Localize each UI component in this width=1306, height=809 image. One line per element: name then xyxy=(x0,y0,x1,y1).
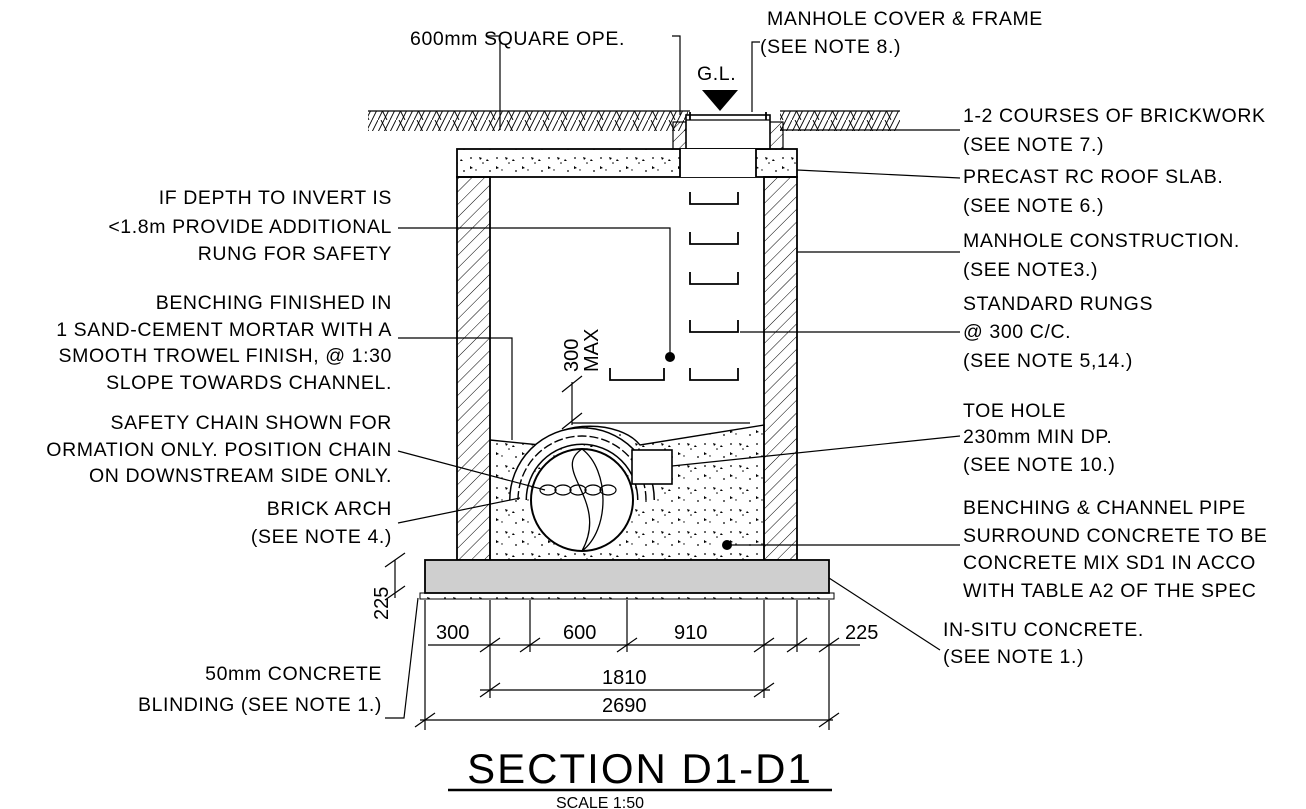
label-bench-conc-4: WITH TABLE A2 OF THE SPEC xyxy=(963,580,1256,602)
in-situ-base xyxy=(424,559,830,594)
label-depth-3: RUNG FOR SAFETY xyxy=(198,243,392,265)
label-rungs-3: (SEE NOTE 5,14.) xyxy=(963,350,1133,372)
rung-spacing-max: MAX xyxy=(581,329,603,372)
label-depth-2: <1.8m PROVIDE ADDITIONAL xyxy=(108,216,392,238)
ground-surface xyxy=(368,110,900,131)
dim-600: 600 xyxy=(563,622,596,644)
label-chain-2: ORMATION ONLY. POSITION CHAIN xyxy=(46,439,392,461)
label-blinding-2: BLINDING (SEE NOTE 1.) xyxy=(138,694,382,716)
wall-left xyxy=(456,176,491,561)
label-brick-1: 1-2 COURSES OF BRICKWORK xyxy=(963,105,1266,127)
label-brick-2: (SEE NOTE 7.) xyxy=(963,134,1104,156)
label-insitu-2: (SEE NOTE 1.) xyxy=(943,646,1084,668)
label-bench-conc-1: BENCHING & CHANNEL PIPE xyxy=(963,497,1246,519)
label-roof-1: PRECAST RC ROOF SLAB. xyxy=(963,166,1223,188)
label-cover-1: MANHOLE COVER & FRAME xyxy=(767,8,1043,30)
label-cover-2: (SEE NOTE 8.) xyxy=(760,36,901,58)
label-rungs-1: STANDARD RUNGS xyxy=(963,293,1153,315)
label-arch-2: (SEE NOTE 4.) xyxy=(251,526,392,548)
blinding-layer xyxy=(419,592,835,600)
dim-225: 225 xyxy=(845,622,878,644)
dim-300: 300 xyxy=(436,622,469,644)
dim-1810: 1810 xyxy=(602,667,647,689)
label-arch-1: BRICK ARCH xyxy=(267,498,392,520)
rung-spacing-dimension xyxy=(561,375,750,430)
rung-spacing-value: 300 xyxy=(561,339,583,372)
ground-level-label: G.L. xyxy=(697,63,736,85)
label-opening: 600mm SQUARE OPE. xyxy=(410,28,625,50)
base-dimensions xyxy=(384,552,860,730)
label-bench-conc-2: SURROUND CONCRETE TO BE xyxy=(963,525,1268,547)
label-chain-3: ON DOWNSTREAM SIDE ONLY. xyxy=(89,465,392,487)
label-insitu-1: IN-SITU CONCRETE. xyxy=(943,619,1144,641)
label-chain-1: SAFETY CHAIN SHOWN FOR xyxy=(110,412,392,434)
dim-2690: 2690 xyxy=(602,695,647,717)
label-toe-1: TOE HOLE xyxy=(963,400,1066,422)
label-benching-3: SMOOTH TROWEL FINISH, @ 1:30 xyxy=(59,345,392,367)
precast-roof-slab xyxy=(456,148,798,178)
label-toe-3: (SEE NOTE 10.) xyxy=(963,454,1116,476)
drawing-title: SECTION D1-D1 xyxy=(467,745,813,792)
drawing-scale: SCALE 1:50 xyxy=(556,795,644,809)
leader-lines xyxy=(385,35,961,719)
manhole-cover-frame xyxy=(672,112,784,150)
label-bench-conc-3: CONCRETE MIX SD1 IN ACCO xyxy=(963,552,1256,574)
label-roof-2: (SEE NOTE 6.) xyxy=(963,195,1104,217)
label-blinding-1: 50mm CONCRETE xyxy=(205,663,382,685)
pipe-section-curve xyxy=(571,448,604,552)
label-depth-1: IF DEPTH TO INVERT IS xyxy=(159,187,392,209)
rungs xyxy=(609,192,739,381)
label-constr-1: MANHOLE CONSTRUCTION. xyxy=(963,230,1240,252)
wall-right xyxy=(763,176,798,561)
dim-910: 910 xyxy=(674,622,707,644)
channel-pipe xyxy=(530,448,634,552)
label-benching-1: BENCHING FINISHED IN xyxy=(156,292,392,314)
toe-hole xyxy=(631,449,673,485)
label-benching-2: 1 SAND-CEMENT MORTAR WITH A xyxy=(56,319,392,341)
label-constr-2: (SEE NOTE3.) xyxy=(963,259,1098,281)
label-toe-2: 230mm MIN DP. xyxy=(963,426,1112,448)
dim-base-thickness: 225 xyxy=(371,587,393,620)
ground-level-marker xyxy=(702,90,738,111)
label-benching-4: SLOPE TOWARDS CHANNEL. xyxy=(106,372,392,394)
label-rungs-2: @ 300 C/C. xyxy=(963,321,1071,343)
safety-chain xyxy=(539,484,617,496)
